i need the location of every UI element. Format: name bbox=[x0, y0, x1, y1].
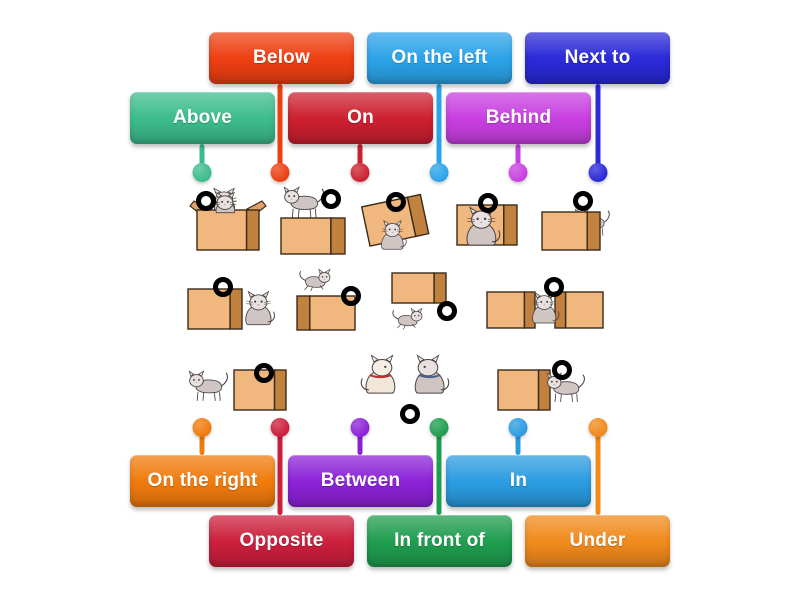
label-pill-text: Opposite bbox=[239, 530, 324, 551]
label-pill-on-the-left[interactable]: On the left bbox=[367, 32, 512, 84]
pin-stem bbox=[595, 84, 601, 172]
label-pill-below[interactable]: Below bbox=[209, 32, 354, 84]
pin-between bbox=[350, 418, 370, 455]
pin-stem bbox=[199, 144, 205, 172]
pin-knob[interactable] bbox=[350, 418, 370, 437]
drop-target-marker-cat-next-to-box[interactable] bbox=[552, 360, 572, 380]
pin-on bbox=[350, 144, 370, 182]
pin-knob[interactable] bbox=[588, 163, 608, 182]
label-pill-on[interactable]: On bbox=[288, 92, 433, 144]
label-pill-behind[interactable]: Behind bbox=[446, 92, 591, 144]
label-pill-above[interactable]: Above bbox=[130, 92, 275, 144]
label-pill-in-front-of[interactable]: In front of bbox=[367, 515, 512, 567]
drop-target-marker-cat-behind-box[interactable] bbox=[573, 191, 593, 211]
picture-cat-between-boxes[interactable] bbox=[486, 288, 605, 332]
label-pill-next-to[interactable]: Next to bbox=[525, 32, 670, 84]
pin-on-the-right bbox=[192, 418, 212, 455]
label-pill-text: Above bbox=[172, 107, 233, 128]
pin-in-front-of bbox=[429, 418, 449, 515]
pin-behind bbox=[508, 144, 528, 182]
pin-knob[interactable] bbox=[350, 163, 370, 182]
pin-below bbox=[270, 84, 290, 182]
picture-cat-below-box[interactable] bbox=[390, 272, 456, 339]
picture-cat-next-to-box[interactable] bbox=[497, 368, 594, 414]
label-pill-text: Below bbox=[253, 47, 310, 68]
pin-stem bbox=[357, 144, 363, 172]
picture-cat-right-of-box[interactable] bbox=[187, 285, 275, 335]
picture-cat-behind-box[interactable] bbox=[540, 206, 616, 258]
label-pill-in[interactable]: In bbox=[446, 455, 591, 507]
pin-stem bbox=[277, 84, 283, 172]
pin-knob[interactable] bbox=[508, 418, 528, 437]
pin-in bbox=[508, 418, 528, 455]
label-pill-opposite[interactable]: Opposite bbox=[209, 515, 354, 567]
drop-target-marker-cat-in-box[interactable] bbox=[196, 191, 216, 211]
label-pill-text: On the left bbox=[391, 47, 488, 68]
label-pill-text: Behind bbox=[485, 107, 552, 128]
pin-knob[interactable] bbox=[508, 163, 528, 182]
label-pill-text: On the right bbox=[147, 470, 258, 491]
label-pill-text: Under bbox=[569, 530, 626, 551]
pin-knob[interactable] bbox=[192, 163, 212, 182]
pin-knob[interactable] bbox=[588, 418, 608, 437]
drop-target-marker-cat-between-boxes[interactable] bbox=[544, 277, 564, 297]
pin-stem bbox=[515, 144, 521, 172]
pin-stem bbox=[357, 427, 363, 455]
label-pill-text: In bbox=[509, 470, 528, 491]
picture-two-cats-opposite[interactable] bbox=[360, 354, 450, 407]
label-pill-text: On bbox=[347, 107, 374, 128]
drop-target-marker-two-cats-opposite[interactable] bbox=[400, 404, 420, 424]
label-pill-between[interactable]: Between bbox=[288, 455, 433, 507]
label-pill-on-the-right[interactable]: On the right bbox=[130, 455, 275, 507]
pin-on-the-left bbox=[429, 84, 449, 182]
picture-cat-in-front-of-box[interactable] bbox=[453, 203, 521, 257]
pin-stem bbox=[436, 84, 442, 172]
pin-knob[interactable] bbox=[192, 418, 212, 437]
pin-knob[interactable] bbox=[270, 163, 290, 182]
pin-knob[interactable] bbox=[270, 418, 290, 437]
pin-stem bbox=[436, 427, 442, 515]
pin-stem bbox=[595, 427, 601, 515]
drop-target-marker-cat-on-box[interactable] bbox=[321, 189, 341, 209]
drop-target-marker-cat-left-of-box[interactable] bbox=[254, 363, 274, 383]
pin-above bbox=[192, 144, 212, 182]
pin-opposite bbox=[270, 418, 290, 515]
pin-under bbox=[588, 418, 608, 515]
label-pill-under[interactable]: Under bbox=[525, 515, 670, 567]
label-pill-text: Between bbox=[320, 470, 401, 491]
pin-stem bbox=[515, 427, 521, 455]
pin-knob[interactable] bbox=[429, 418, 449, 437]
pin-stem bbox=[277, 427, 283, 515]
pin-next-to bbox=[588, 84, 608, 182]
drop-target-marker-cat-above-box[interactable] bbox=[341, 286, 361, 306]
drop-target-marker-cat-right-of-box[interactable] bbox=[213, 277, 233, 297]
drop-target-marker-cat-below-box[interactable] bbox=[437, 301, 457, 321]
label-pill-text: In front of bbox=[394, 530, 485, 551]
label-pill-text: Next to bbox=[564, 47, 631, 68]
picture-cat-on-box[interactable] bbox=[275, 186, 351, 256]
drop-target-marker-cat-in-front-of-box[interactable] bbox=[478, 193, 498, 213]
pin-stem bbox=[199, 427, 205, 455]
drop-target-marker-cat-under-box[interactable] bbox=[386, 192, 406, 212]
pin-knob[interactable] bbox=[429, 163, 449, 182]
